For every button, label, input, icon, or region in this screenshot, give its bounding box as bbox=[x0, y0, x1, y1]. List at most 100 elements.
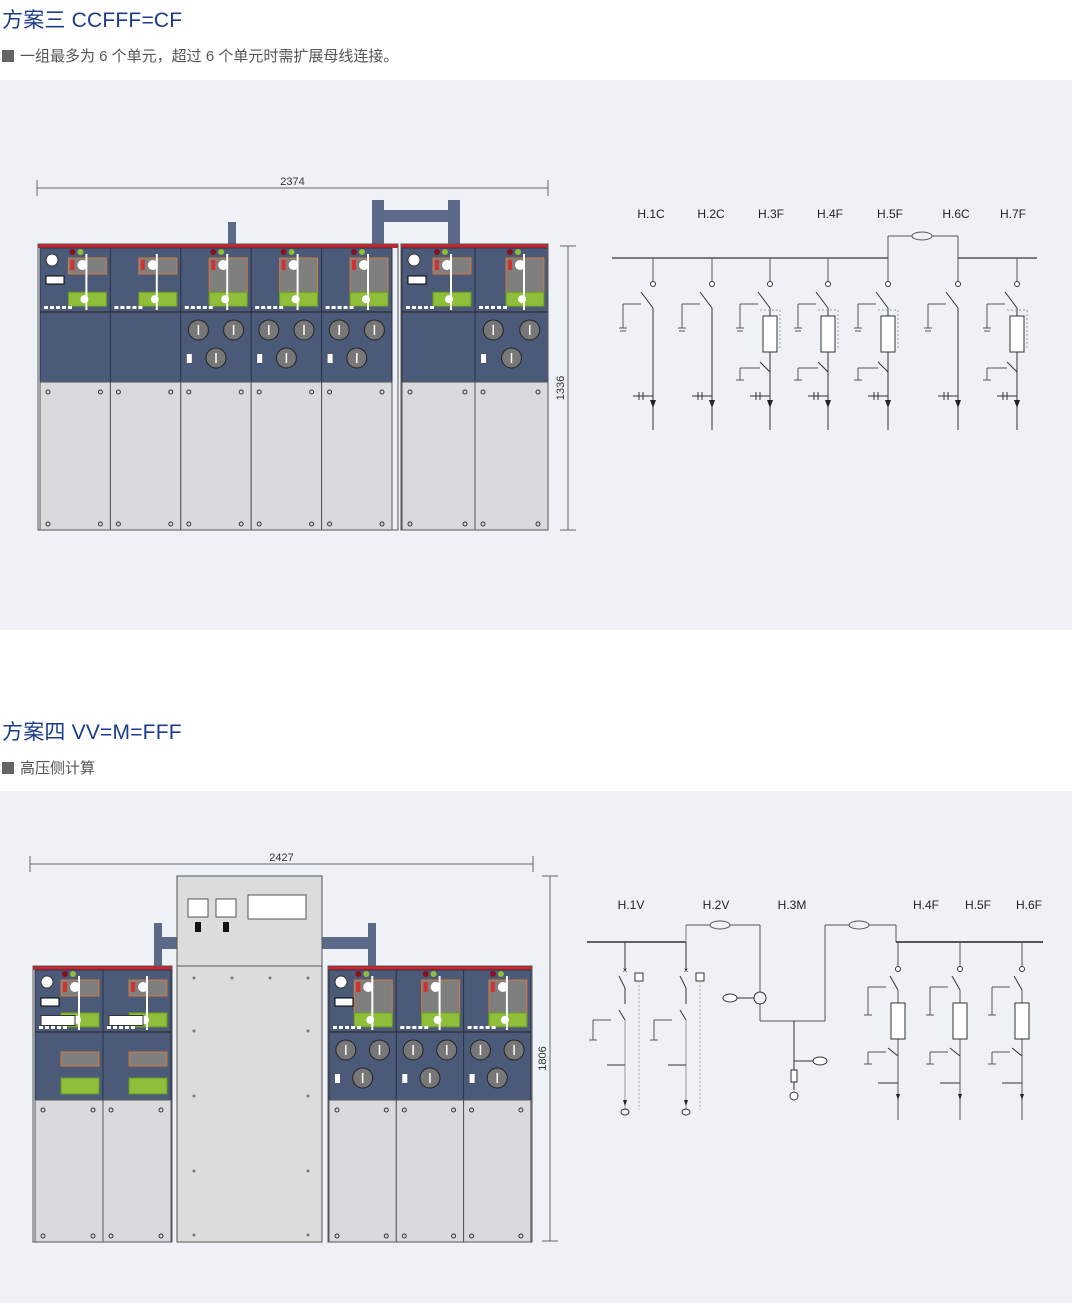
red-indicator bbox=[356, 982, 361, 992]
door-screw bbox=[383, 1233, 389, 1239]
terminal-dot bbox=[138, 306, 143, 309]
earthing-switch-box bbox=[128, 1077, 168, 1095]
circuit-breaker-icon bbox=[618, 975, 626, 989]
breaker-x-mark: × bbox=[623, 966, 628, 975]
terminal-dot bbox=[119, 1026, 123, 1029]
door-screw bbox=[379, 389, 385, 395]
cable-arrow-icon bbox=[1014, 400, 1020, 408]
isolating-point-icon bbox=[885, 281, 891, 287]
door-screw bbox=[45, 389, 51, 395]
red-led-icon bbox=[507, 249, 513, 255]
terminal-dot bbox=[430, 306, 434, 309]
terminal-dot bbox=[406, 1026, 411, 1029]
cabinet-frame bbox=[32, 965, 173, 1243]
terminal-dot bbox=[406, 306, 410, 309]
terminal-dot bbox=[120, 306, 125, 309]
fuse-icon bbox=[890, 1002, 906, 1040]
pt-fuse-icon bbox=[790, 1069, 798, 1083]
cable-compartment-door bbox=[39, 381, 111, 531]
terminal-dot bbox=[479, 1026, 484, 1029]
label-plate bbox=[45, 275, 65, 285]
terminal-dot bbox=[339, 1026, 343, 1029]
switch-knob-icon bbox=[223, 922, 229, 932]
green-led-icon bbox=[218, 249, 225, 255]
operating-handle-icon bbox=[288, 260, 299, 270]
fuse-icon bbox=[820, 315, 836, 353]
door-screw bbox=[462, 389, 468, 395]
meter-icon bbox=[812, 1056, 828, 1066]
red-indicator bbox=[211, 260, 216, 270]
terminal-dot bbox=[418, 1026, 423, 1029]
panel-screw bbox=[306, 1094, 310, 1098]
breaker-mechanism-box bbox=[60, 1051, 100, 1067]
door-screw bbox=[518, 1107, 524, 1113]
operating-handle-icon bbox=[138, 982, 148, 992]
terminal-dot bbox=[208, 306, 213, 309]
fuse-indicator bbox=[469, 1074, 475, 1083]
cable-arrow-icon bbox=[709, 400, 715, 408]
zero-sequence-ct-icon bbox=[620, 1108, 630, 1116]
zero-sequence-ct-icon bbox=[681, 1108, 691, 1116]
door-screw bbox=[115, 521, 121, 527]
terminal-dot bbox=[491, 1026, 496, 1029]
bullet-square-icon bbox=[2, 762, 14, 774]
earthing-switch-icon bbox=[759, 361, 771, 373]
terminal-dot bbox=[473, 1026, 478, 1029]
terminal-dot bbox=[190, 306, 195, 309]
load-switch-icon bbox=[945, 291, 959, 309]
panel-screw bbox=[306, 1169, 310, 1173]
green-led-icon bbox=[359, 249, 365, 255]
load-switch-icon bbox=[699, 291, 713, 309]
terminal-dot bbox=[184, 306, 189, 309]
load-switch-icon bbox=[640, 291, 654, 309]
current-transformer-icon bbox=[753, 991, 767, 1005]
fuse-indicator bbox=[402, 1074, 408, 1083]
circuit-breaker-icon bbox=[679, 975, 687, 989]
terminal-dot bbox=[63, 1026, 67, 1029]
cable-compartment-door bbox=[474, 381, 549, 531]
cabinet-frame bbox=[400, 243, 549, 531]
door-screw bbox=[309, 521, 315, 527]
green-led-icon bbox=[70, 971, 76, 977]
operating-handle-icon bbox=[363, 982, 374, 992]
cable-compartment-door bbox=[321, 381, 393, 531]
terminal-dot bbox=[202, 306, 207, 309]
terminal-dot bbox=[267, 306, 272, 309]
door-screw bbox=[90, 1233, 96, 1239]
door-screw bbox=[238, 521, 244, 527]
door-screw bbox=[480, 521, 486, 527]
panel-screw bbox=[192, 1169, 196, 1173]
meter-display bbox=[247, 894, 307, 920]
door-screw bbox=[401, 1107, 407, 1113]
cable-arrow-icon bbox=[885, 400, 891, 408]
door-screw bbox=[238, 389, 244, 395]
terminal-dot bbox=[125, 1026, 129, 1029]
door-screw bbox=[40, 1107, 46, 1113]
bus-extension-pipe bbox=[384, 210, 448, 222]
earthing-switch-icon bbox=[817, 361, 829, 373]
width-dimension-label: 2427 bbox=[269, 852, 293, 864]
terminal-dot bbox=[113, 1026, 117, 1029]
red-indicator bbox=[281, 260, 286, 270]
bus-coupler-symbol-icon bbox=[848, 920, 870, 930]
terminal-dot bbox=[51, 1026, 55, 1029]
door-screw bbox=[168, 389, 174, 395]
operating-handle-icon bbox=[359, 260, 369, 270]
operating-handle-icon bbox=[147, 260, 158, 270]
cable-arrow-icon bbox=[896, 1094, 900, 1100]
unit-label: H.6F bbox=[1016, 898, 1042, 912]
panel-screw bbox=[230, 976, 234, 980]
green-led-icon bbox=[363, 971, 370, 977]
unit-label: H.3F bbox=[758, 207, 784, 221]
terminal-dot bbox=[400, 1026, 405, 1029]
bus-extension-pipe bbox=[448, 200, 460, 246]
terminal-dot bbox=[132, 306, 137, 309]
fuse-icon bbox=[762, 315, 778, 353]
panel-screw bbox=[192, 1233, 196, 1237]
green-led-icon bbox=[77, 249, 84, 255]
terminal-dot bbox=[349, 306, 354, 309]
green-led-icon bbox=[442, 249, 448, 255]
terminal-dot bbox=[467, 1026, 472, 1029]
